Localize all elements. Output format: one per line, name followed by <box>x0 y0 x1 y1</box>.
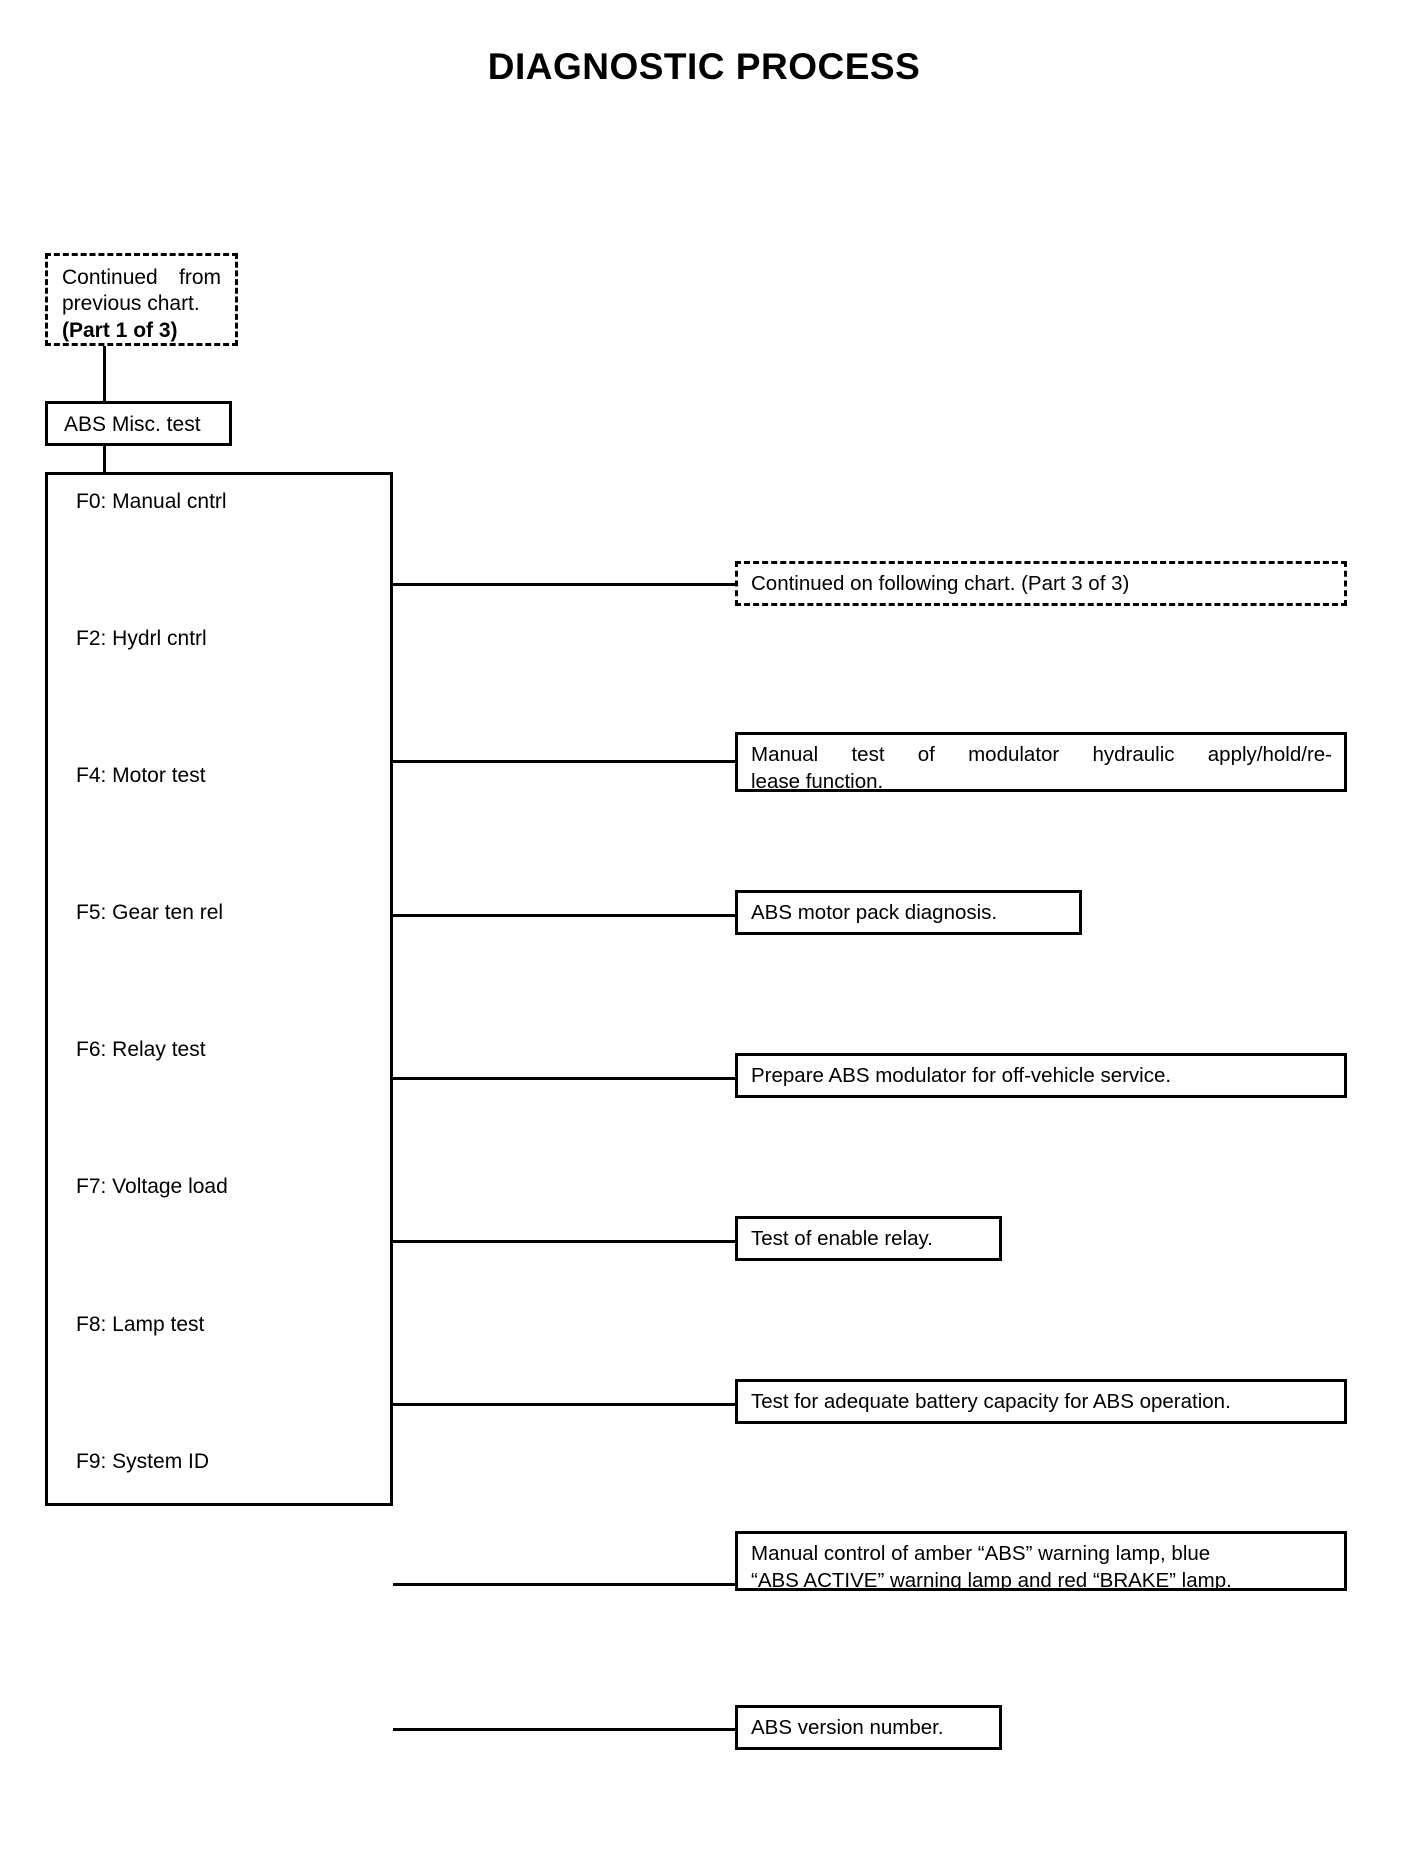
menu-item-f9[interactable]: F9: System ID <box>76 1450 210 1473</box>
connector-f4 <box>393 914 738 917</box>
connector-f6 <box>393 1240 738 1243</box>
desc-box-f2-hydrl-cntrl: Manual test of modulator hydraulic apply… <box>735 732 1347 793</box>
connector-f2 <box>393 760 738 763</box>
desc-box-f6-relay-test: Test of enable relay. <box>735 1216 1002 1261</box>
desc-f5-line1: Prepare ABS modulator for off-vehicle se… <box>751 1064 1172 1087</box>
connector-continuedfrom-to-root <box>103 346 106 404</box>
connector-f5 <box>393 1077 738 1080</box>
desc-box-f8-lamp-test: Manual control of amber “ABS” warning la… <box>735 1531 1347 1592</box>
continued-from-line1: Continued from <box>62 266 221 289</box>
menu-item-f6[interactable]: F6: Relay test <box>76 1038 206 1061</box>
connector-root-to-menu <box>103 446 106 475</box>
desc-f4-line1: ABS motor pack diagnosis. <box>751 901 998 924</box>
connector-f8 <box>393 1583 738 1586</box>
desc-box-f7-voltage-load: Test for adequate battery capacity for A… <box>735 1379 1347 1424</box>
menu-item-f8[interactable]: F8: Lamp test <box>76 1313 205 1336</box>
desc-f8-line2: “ABS ACTIVE” warning lamp and red “BRAKE… <box>751 1568 1232 1592</box>
desc-box-f4-motor-test: ABS motor pack diagnosis. <box>735 890 1082 935</box>
desc-f2-line2: lease function. <box>751 769 884 793</box>
menu-item-f7[interactable]: F7: Voltage load <box>76 1175 228 1198</box>
desc-f8-line1: Manual control of amber “ABS” warning la… <box>751 1542 1211 1565</box>
menu-item-f4[interactable]: F4: Motor test <box>76 764 206 787</box>
desc-f6-line1: Test of enable relay. <box>751 1227 933 1250</box>
page-title: DIAGNOSTIC PROCESS <box>487 46 921 87</box>
connector-f7 <box>393 1403 738 1406</box>
desc-f9-line1: ABS version number. <box>751 1716 944 1739</box>
continued-from-part-label: (Part 1 of 3) <box>62 318 178 342</box>
desc-f7-line1: Test for adequate battery capacity for A… <box>751 1390 1231 1413</box>
menu-item-f2[interactable]: F2: Hydrl cntrl <box>76 627 207 650</box>
connector-f9 <box>393 1728 738 1731</box>
desc-f2-line1: Manual test of modulator hydraulic apply… <box>751 743 1332 766</box>
continued-from-previous-chart-box: Continued from previous chart. (Part 1 o… <box>45 253 238 346</box>
menu-item-f0[interactable]: F0: Manual cntrl <box>76 490 227 513</box>
continued-from-line2: previous chart. <box>62 292 200 316</box>
desc-box-f5-gear-ten-rel: Prepare ABS modulator for off-vehicle se… <box>735 1053 1347 1098</box>
connector-f0 <box>393 583 738 586</box>
node-abs-misc-test-label: ABS Misc. test <box>64 413 201 436</box>
menu-box-abs-misc-test: F0: Manual cntrl F2: Hydrl cntrl F4: Mot… <box>45 472 393 1506</box>
desc-box-f9-system-id: ABS version number. <box>735 1705 1002 1750</box>
menu-item-f5[interactable]: F5: Gear ten rel <box>76 901 224 924</box>
node-abs-misc-test[interactable]: ABS Misc. test <box>45 401 232 446</box>
continued-on-following-chart-box: Continued on following chart. (Part 3 of… <box>735 561 1347 606</box>
continued-on-following-chart-text: Continued on following chart. (Part 3 of… <box>751 572 1130 595</box>
